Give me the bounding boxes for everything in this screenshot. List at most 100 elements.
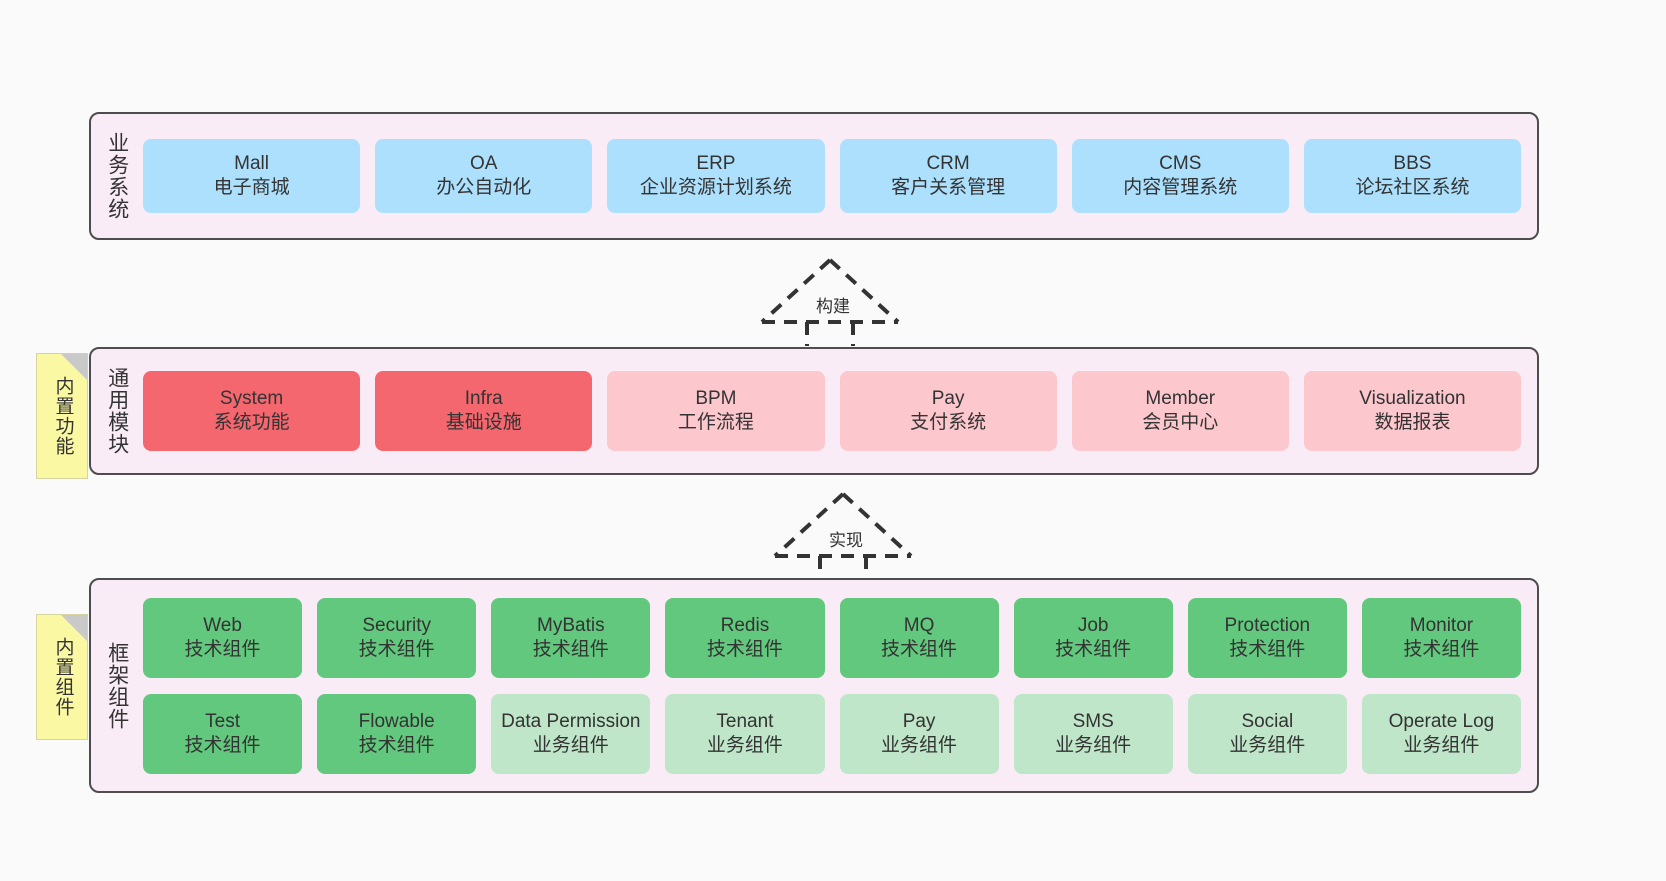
card-title: Job: [1077, 614, 1109, 636]
card-subtitle: 技术组件: [881, 638, 958, 660]
card-oa[interactable]: OA 办公自动化: [375, 139, 593, 213]
card-infra[interactable]: Infra 基础设施: [375, 371, 593, 451]
card-data-permission[interactable]: Data Permission 业务组件: [491, 693, 651, 774]
card-title: Monitor: [1409, 614, 1474, 636]
card-title: Redis: [720, 614, 770, 636]
card-subtitle: 技术组件: [358, 734, 435, 756]
note-builtin-function: 内置功能: [36, 353, 88, 479]
card-title: ERP: [696, 153, 736, 175]
layer-business-systems-caption: 业务系统: [105, 132, 129, 220]
note-builtin-component: 内置组件: [36, 614, 88, 740]
card-subtitle: 论坛社区系统: [1355, 177, 1470, 198]
card-title: BPM: [695, 388, 737, 410]
connector-implement-label: 实现: [826, 526, 866, 551]
layer-framework-components-body: Web 技术组件 Security 技术组件 MyBatis 技术组件 Redi…: [139, 580, 1537, 791]
card-subtitle: 内容管理系统: [1123, 177, 1238, 198]
card-subtitle: 业务组件: [1403, 734, 1480, 756]
card-title: MQ: [903, 614, 935, 636]
card-mybatis[interactable]: MyBatis 技术组件: [491, 597, 651, 678]
card-row: Mall 电子商城 OA 办公自动化 ERP 企业资源计划系统 CRM 客户关系…: [143, 139, 1522, 213]
layer-common-modules: 通用模块 System 系统功能 Infra 基础设施 BPM 工作流程 Pay…: [89, 347, 1539, 475]
card-title: Visualization: [1359, 388, 1466, 410]
card-title: CMS: [1159, 153, 1202, 175]
card-title: Mall: [234, 153, 269, 175]
card-title: Web: [203, 614, 242, 636]
card-subtitle: 会员中心: [1142, 412, 1219, 433]
card-subtitle: 企业资源计划系统: [639, 177, 792, 198]
card-system[interactable]: System 系统功能: [143, 371, 361, 451]
card-subtitle: 技术组件: [184, 638, 261, 660]
card-subtitle: 技术组件: [1403, 638, 1480, 660]
card-subtitle: 业务组件: [706, 734, 783, 756]
card-title: Pay: [931, 388, 965, 410]
card-subtitle: 业务组件: [881, 734, 958, 756]
card-protection[interactable]: Protection 技术组件: [1187, 597, 1347, 678]
card-security[interactable]: Security 技术组件: [317, 597, 477, 678]
card-subtitle: 技术组件: [706, 638, 783, 660]
card-flowable[interactable]: Flowable 技术组件: [317, 693, 477, 774]
card-operate-log[interactable]: Operate Log 业务组件: [1361, 693, 1521, 774]
card-subtitle: 支付系统: [910, 412, 987, 433]
card-subtitle: 技术组件: [532, 638, 609, 660]
card-row: Web 技术组件 Security 技术组件 MyBatis 技术组件 Redi…: [143, 597, 1521, 678]
card-subtitle: 技术组件: [1229, 638, 1306, 660]
card-title: Social: [1241, 710, 1294, 732]
card-subtitle: 客户关系管理: [891, 177, 1006, 198]
card-visualization[interactable]: Visualization 数据报表: [1303, 371, 1522, 451]
layer-framework-components: 框架组件 Web 技术组件 Security 技术组件 MyBatis 技术组件…: [89, 578, 1539, 793]
card-bpm[interactable]: BPM 工作流程: [607, 371, 825, 451]
card-erp[interactable]: ERP 企业资源计划系统: [607, 139, 825, 213]
card-bbs[interactable]: BBS 论坛社区系统: [1303, 139, 1522, 213]
card-title: Security: [362, 614, 431, 636]
card-subtitle: 业务组件: [1055, 734, 1132, 756]
card-pay-module[interactable]: Pay 支付系统: [839, 371, 1057, 451]
layer-common-modules-caption: 通用模块: [105, 367, 129, 455]
card-row: Test 技术组件 Flowable 技术组件 Data Permission …: [143, 693, 1521, 774]
card-cms[interactable]: CMS 内容管理系统: [1071, 139, 1289, 213]
card-title: Member: [1145, 388, 1216, 410]
card-title: SMS: [1072, 710, 1114, 732]
card-subtitle: 电子商城: [213, 177, 290, 198]
layer-business-systems: 业务系统 Mall 电子商城 OA 办公自动化 ERP 企业资源计划系统 CRM…: [89, 112, 1539, 240]
card-job[interactable]: Job 技术组件: [1013, 597, 1173, 678]
card-title: Operate Log: [1388, 710, 1495, 732]
card-redis[interactable]: Redis 技术组件: [665, 597, 825, 678]
card-title: MyBatis: [537, 614, 605, 636]
card-subtitle: 基础设施: [445, 412, 522, 433]
card-web[interactable]: Web 技术组件: [143, 597, 303, 678]
card-subtitle: 办公自动化: [436, 177, 532, 198]
card-title: Test: [205, 710, 240, 732]
card-social[interactable]: Social 业务组件: [1187, 693, 1347, 774]
card-title: Tenant: [716, 710, 774, 732]
card-tenant[interactable]: Tenant 业务组件: [665, 693, 825, 774]
card-mq[interactable]: MQ 技术组件: [839, 597, 999, 678]
card-sms[interactable]: SMS 业务组件: [1013, 693, 1173, 774]
card-mall[interactable]: Mall 电子商城: [143, 139, 361, 213]
note-builtin-function-label: 内置功能: [52, 376, 74, 456]
card-title: Protection: [1224, 614, 1311, 636]
card-title: Pay: [902, 710, 936, 732]
card-test[interactable]: Test 技术组件: [143, 693, 303, 774]
connector-build-label: 构建: [813, 292, 853, 317]
card-pay-component[interactable]: Pay 业务组件: [839, 693, 999, 774]
card-title: Flowable: [358, 710, 435, 732]
card-subtitle: 业务组件: [1229, 734, 1306, 756]
card-monitor[interactable]: Monitor 技术组件: [1361, 597, 1521, 678]
card-row: System 系统功能 Infra 基础设施 BPM 工作流程 Pay 支付系统…: [143, 371, 1522, 451]
card-subtitle: 业务组件: [532, 734, 609, 756]
card-subtitle: 技术组件: [1055, 638, 1132, 660]
card-subtitle: 工作流程: [677, 412, 754, 433]
layer-business-systems-body: Mall 电子商城 OA 办公自动化 ERP 企业资源计划系统 CRM 客户关系…: [139, 114, 1537, 238]
layer-framework-components-caption: 框架组件: [105, 641, 129, 730]
card-member[interactable]: Member 会员中心: [1071, 371, 1289, 451]
note-builtin-component-label: 内置组件: [52, 637, 74, 717]
layer-common-modules-body: System 系统功能 Infra 基础设施 BPM 工作流程 Pay 支付系统…: [139, 349, 1537, 473]
card-title: Infra: [464, 388, 503, 410]
card-title: OA: [470, 153, 498, 175]
card-subtitle: 技术组件: [184, 734, 261, 756]
card-subtitle: 技术组件: [358, 638, 435, 660]
card-crm[interactable]: CRM 客户关系管理: [839, 139, 1057, 213]
card-title: System: [219, 388, 284, 410]
card-title: CRM: [926, 153, 970, 175]
